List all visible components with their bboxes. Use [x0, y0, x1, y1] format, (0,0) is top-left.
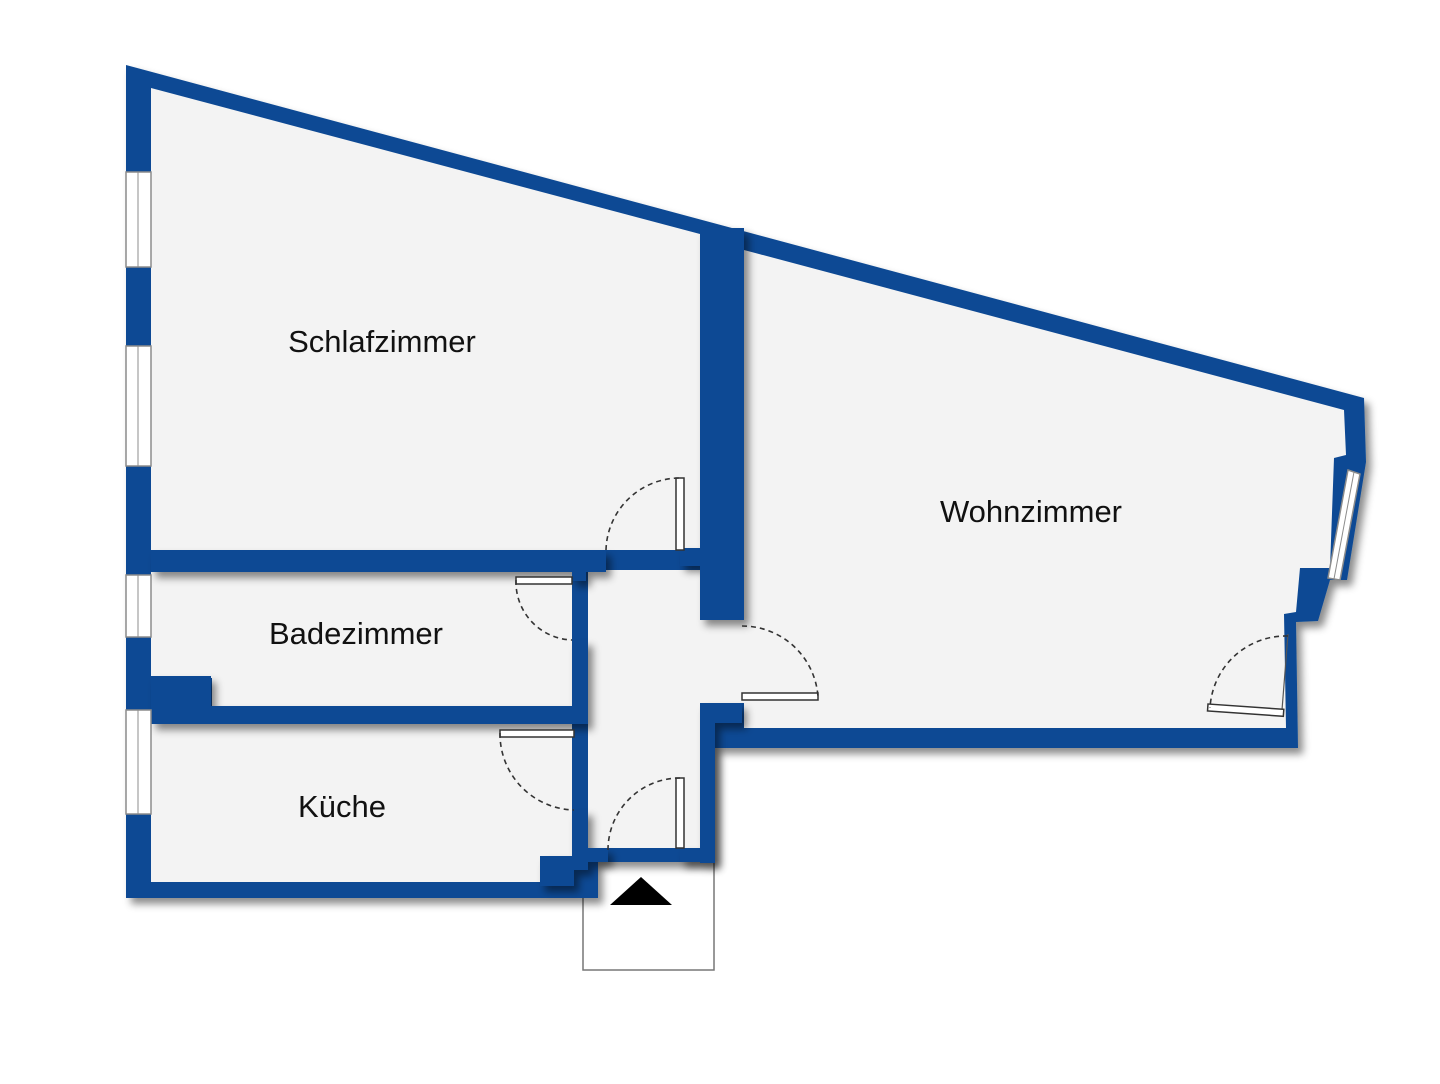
doors — [499, 477, 1289, 851]
door-bath — [515, 576, 573, 585]
wall-corridor-east — [700, 703, 715, 863]
door-kitchen — [499, 729, 575, 738]
room-label-wohnzimmer: Wohnzimmer — [940, 494, 1122, 529]
entrance-landing — [582, 857, 715, 971]
floor-kueche — [151, 724, 572, 882]
wall-kitchen-niche — [540, 856, 574, 886]
door-bath-swing — [515, 579, 573, 641]
door-living — [741, 692, 819, 701]
door-entrance — [675, 777, 685, 849]
floor-schlafzimmer — [151, 88, 700, 550]
entrance-arrow-icon — [610, 877, 672, 905]
door-kitchen-swing — [499, 732, 575, 811]
floor-corridor — [588, 570, 744, 848]
floor-badezimmer — [151, 572, 572, 706]
door-balcony-swing — [1209, 635, 1289, 709]
wall-bath-stub — [572, 565, 586, 581]
room-label-badezimmer: Badezimmer — [269, 616, 443, 651]
room-label-kueche: Küche — [298, 789, 386, 824]
floors — [151, 88, 1346, 882]
wall-bath-niche — [151, 676, 211, 708]
wall-bedroom-living — [700, 228, 744, 620]
interior-walls — [151, 228, 744, 886]
wall-living-stub — [680, 548, 702, 566]
room-label-schlafzimmer: Schlafzimmer — [288, 324, 476, 359]
wall-bedroom-bath — [151, 550, 606, 572]
wall-kitchen-east — [572, 810, 588, 870]
wall-bath-kitchen — [151, 706, 586, 724]
door-entrance-swing — [607, 777, 681, 851]
door-balcony — [1206, 703, 1285, 718]
door-bedroom-swing — [605, 477, 681, 551]
wall-entrance-stub — [680, 848, 702, 862]
windows — [125, 171, 1361, 815]
door-bedroom — [675, 477, 685, 551]
door-living-swing — [741, 625, 819, 698]
floor-wohnzimmer — [744, 250, 1346, 728]
wall-bath-east — [572, 640, 588, 724]
wall-kitchen-stub — [588, 848, 608, 862]
